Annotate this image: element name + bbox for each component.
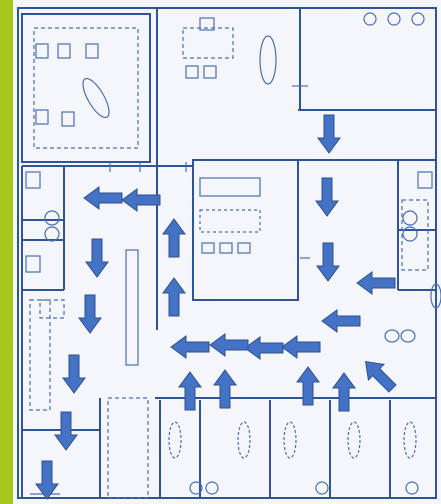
accent-bar	[0, 0, 13, 504]
evacuation-arrow-up-7	[332, 372, 356, 412]
evacuation-arrow-up-14	[178, 371, 202, 411]
evacuation-arrow-down-21	[62, 354, 86, 394]
evacuation-arrow-left-12	[170, 335, 210, 359]
evacuation-arrow-down-20	[78, 294, 102, 334]
evacuation-arrow-up-15	[162, 277, 186, 317]
outer-wall	[17, 7, 437, 499]
furniture	[25, 12, 441, 499]
evacuation-arrow-up-left-6	[364, 360, 397, 393]
evacuation-arrow-down-22	[54, 411, 78, 451]
evacuation-arrow-left-10	[244, 336, 284, 360]
evacuation-arrow-down-19	[85, 238, 109, 278]
evacuation-arrow-up-16	[162, 218, 186, 258]
central-room-wall	[192, 159, 299, 301]
evacuation-arrow-left-18	[83, 186, 123, 210]
evacuation-arrow-up-8	[296, 366, 320, 406]
evacuation-arrow-left-9	[281, 335, 321, 359]
evacuation-arrow-left-17	[121, 188, 161, 212]
evacuation-arrow-down-23	[35, 460, 59, 500]
evacuation-arrows	[35, 114, 397, 500]
evacuation-arrow-down-3	[316, 242, 340, 282]
walls	[17, 7, 437, 499]
evacuation-arrow-left-11	[209, 333, 249, 357]
evacuation-arrow-down-2	[315, 177, 339, 217]
plan-background	[13, 0, 441, 504]
evacuation-arrow-left-5	[321, 309, 361, 333]
top-left-office-wall	[21, 13, 151, 163]
evacuation-arrow-left-4	[356, 271, 396, 295]
evacuation-arrow-down-1	[317, 114, 341, 154]
evacuation-arrow-up-13	[213, 369, 237, 409]
